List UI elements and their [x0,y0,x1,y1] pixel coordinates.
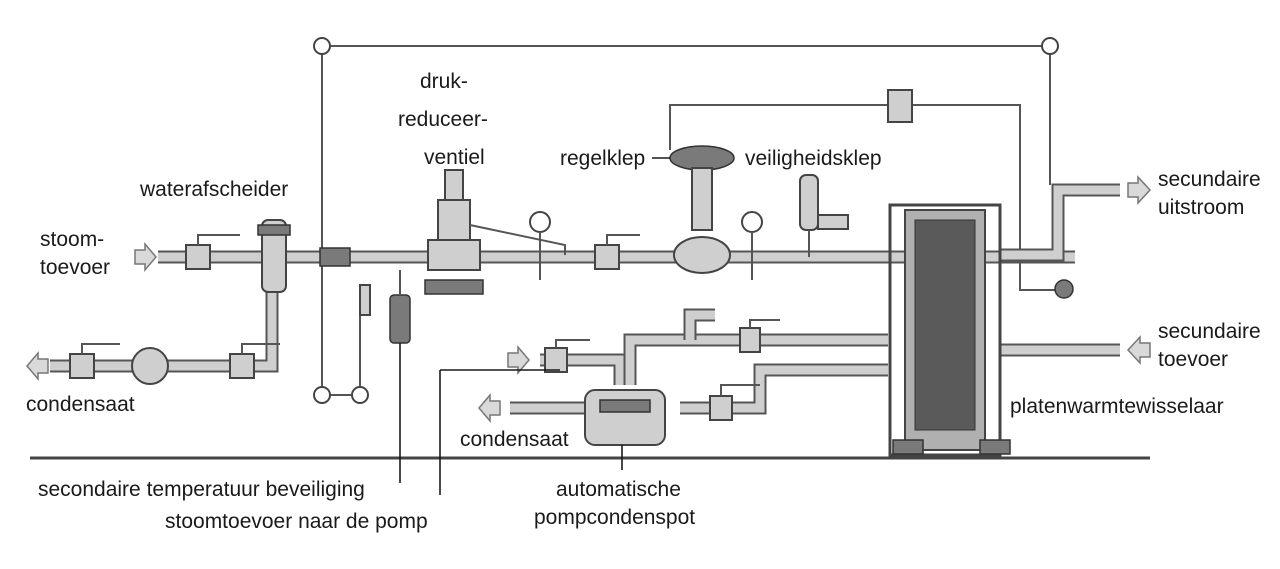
label-platenwarmtewisselaar: platenwarmtewisselaar [1010,395,1224,418]
label-secundaire-toevoer-1: secundaire [1158,320,1261,343]
label-secundaire-uitstroom-1: secundaire [1158,168,1261,191]
automatic-pump-trap [584,389,666,446]
condensate-traps-left [69,343,280,385]
label-secundaire-uitstroom-2: uitstroom [1158,196,1244,219]
controller-box [887,89,913,123]
secondary-outflow-pipe [1000,183,1120,262]
label-secondaire-temperatuur-beveiliging: secondaire temperatuur beveiliging [38,478,365,501]
label-stoomtoevoer-naar-de-pomp: stoomtoevoer naar de pomp [165,510,428,533]
label-waterafscheider: waterafscheider [139,178,288,201]
label-secundaire-toevoer-2: toevoer [1158,348,1228,371]
water-separator [257,219,291,293]
controller-signal-line [669,89,1060,291]
safety-valve [799,174,849,257]
ball-valves [185,234,780,421]
label-condensaat-mid: condensaat [460,428,569,451]
secondary-temperature-protection [359,270,411,344]
label-drukreduceerventiel-2: reduceer- [398,108,488,131]
label-stoom-toevoer-2: toevoer [40,256,110,279]
label-stoom-toevoer-1: stoom- [40,228,104,251]
control-valve [669,145,735,274]
temperature-control-loop [313,37,1059,404]
plate-heat-exchanger [888,203,1074,457]
label-drukreduceerventiel-1: druk- [420,70,468,93]
pressure-gauges [529,211,763,280]
condensate-pipe-left [50,285,279,373]
label-pompcondenspot: pompcondenspot [534,506,695,529]
label-condensaat-left: condensaat [26,393,135,416]
pressure-reducing-valve [424,169,566,295]
label-drukreduceerventiel-3: ventiel [424,146,485,169]
label-automatische: automatische [556,478,681,501]
leader-lines [399,157,670,495]
flow-arrows [26,175,1152,424]
label-regelklep: regelklep [560,147,645,170]
label-veiligheidsklep: veiligheidsklep [745,147,882,170]
